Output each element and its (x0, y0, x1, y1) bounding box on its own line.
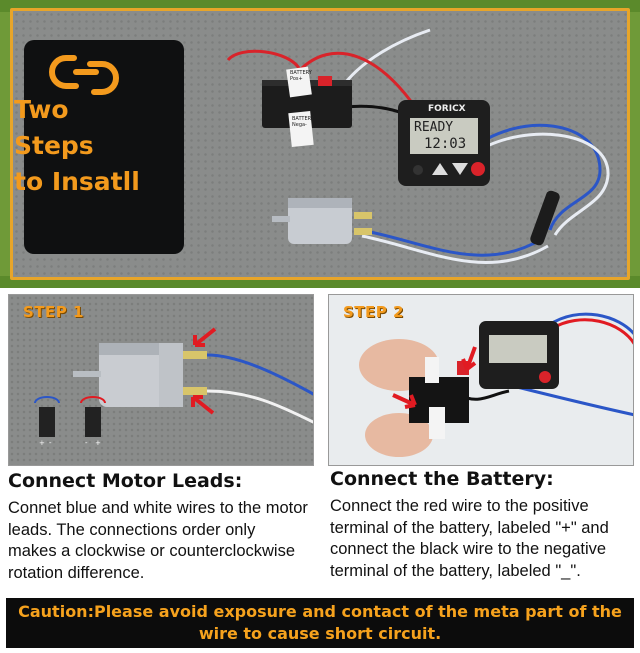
motor-leads-illustration: + - - + (34, 327, 313, 447)
battery-neg-label: BATTERY Nega- (292, 116, 314, 128)
hero-wiring-illustration (226, 28, 610, 265)
step1-body: Connet blue and white wires to the motor… (8, 499, 308, 582)
step1-photo: STEP 1 + - - + (8, 294, 314, 466)
step2-heading: Connect the Battery: (330, 468, 554, 490)
caution-banner: Caution:Please avoid exposure and contac… (6, 598, 634, 648)
hero-banner: FORICX READY 12:03 BATTERY Pos+ BATTERY … (0, 0, 640, 288)
step2-body: Connect the red wire to the positive ter… (330, 497, 609, 580)
hero-title-line: Steps (14, 131, 94, 160)
hero-title-line: to Insatll (14, 167, 140, 196)
svg-text:+: + (39, 439, 45, 447)
device-display-status: READY (414, 120, 454, 135)
device-display-time: 12:03 (424, 136, 467, 152)
svg-text:-: - (49, 439, 52, 447)
chain-link-icon (49, 55, 119, 95)
step1-label: STEP 1 (23, 303, 84, 321)
step2-photo: STEP 2 (328, 294, 634, 466)
svg-text:+: + (95, 439, 101, 447)
battery-connection-illustration (359, 312, 633, 457)
hero-title-line: Two (14, 95, 69, 124)
device-brand: FORICX (428, 104, 466, 114)
step2-label: STEP 2 (343, 303, 404, 321)
hero-title: Two Steps to Insatll (14, 92, 164, 200)
step1-heading: Connect Motor Leads: (8, 470, 243, 492)
battery-pos-label: BATTERY Pos+ (290, 70, 312, 82)
svg-text:-: - (85, 439, 88, 447)
